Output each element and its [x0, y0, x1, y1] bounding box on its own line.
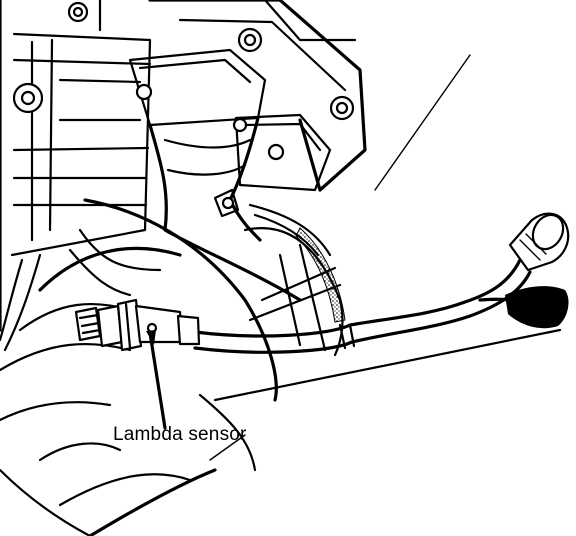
harness-connectors: [505, 212, 570, 329]
catalytic-converter: [0, 198, 562, 536]
callout-leader-line: [146, 330, 167, 430]
sensor-wire-harness: [193, 258, 537, 354]
transmission-housing: [0, 0, 152, 352]
lambda-sensor: [74, 298, 201, 352]
lambda-sensor-label: Lambda sensor: [113, 424, 247, 445]
exhaust-manifold: [128, 0, 471, 192]
